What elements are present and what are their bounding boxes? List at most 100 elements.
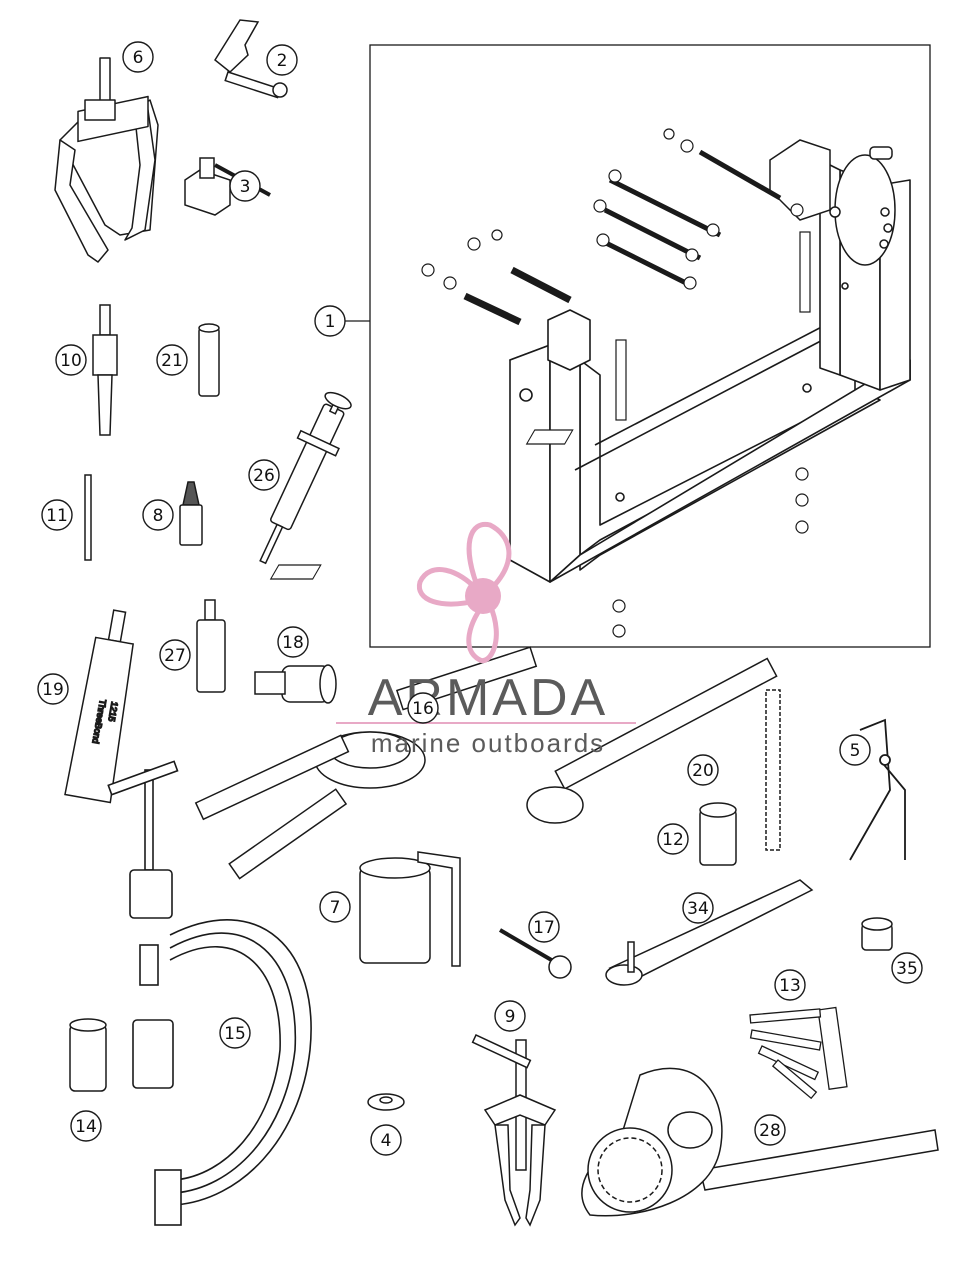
callout-number: 9: [505, 1007, 516, 1027]
feeler-gauge-13: [749, 1006, 848, 1100]
sleeve-tool-14: [69, 1018, 107, 1092]
crank-tool-16: [194, 646, 538, 880]
engine-stand-frame-border: [369, 44, 931, 648]
callout-number: 19: [42, 680, 64, 700]
callout-number: 34: [687, 899, 709, 919]
callout-circle: [248, 459, 280, 491]
callout-number: 28: [759, 1121, 781, 1141]
callout-19: 19: [37, 673, 69, 705]
engine-stand-base: [509, 159, 911, 583]
callout-circle: [319, 891, 351, 923]
chain-wrench-20: [526, 657, 781, 851]
callout-10: 10: [55, 344, 87, 376]
callout-1: 1: [314, 305, 346, 337]
callout-9: 9: [494, 1000, 526, 1032]
callout-2: 2: [266, 44, 298, 76]
callout-number: 14: [75, 1117, 97, 1137]
grease-syringe-26: [259, 391, 352, 565]
callout-labels: 1234567891011121314151617181920212627283…: [37, 41, 923, 1156]
puller-tool-9: [471, 1034, 557, 1227]
watermark-subtitle: marine outboards: [371, 728, 605, 758]
piston-ring-compressor-7: [359, 851, 461, 967]
callout-number: 11: [46, 506, 68, 526]
callout-27: 27: [159, 639, 191, 671]
callout-number: 8: [153, 506, 164, 526]
callout-4: 4: [370, 1124, 402, 1156]
callout-number: 10: [60, 351, 82, 371]
callout-circle: [407, 692, 439, 724]
sleeve-tool-21: [198, 323, 220, 397]
callout-16: 16: [407, 692, 439, 724]
callout-number: 20: [692, 761, 714, 781]
callout-21: 21: [156, 344, 188, 376]
armada-watermark: ARMADA marine outboards: [336, 521, 636, 758]
engine-stand-rotating-plate: [769, 139, 896, 266]
callout-13: 13: [774, 969, 806, 1001]
callout-34: 34: [682, 892, 714, 924]
callout-number: 6: [133, 48, 144, 68]
callout-28: 28: [754, 1114, 786, 1146]
callout-circle: [122, 41, 154, 73]
callout-circle: [70, 1110, 102, 1142]
callout-number: 26: [253, 466, 275, 486]
callout-18: 18: [277, 626, 309, 658]
callout-circle: [229, 170, 261, 202]
callout-35: 35: [891, 952, 923, 984]
callout-circle: [528, 911, 560, 943]
callout-number: 3: [240, 177, 251, 197]
callout-circle: [266, 44, 298, 76]
callout-circle: [159, 639, 191, 671]
callout-number: 27: [164, 646, 186, 666]
watermark-title: ARMADA: [368, 669, 608, 727]
callout-circle: [891, 952, 923, 984]
callout-14: 14: [70, 1110, 102, 1142]
callout-26: 26: [248, 459, 280, 491]
callout-circle: [370, 1124, 402, 1156]
callout-20: 20: [687, 754, 719, 786]
circlip-pliers-5: [849, 718, 906, 861]
callout-number: 18: [282, 633, 304, 653]
holder-wrench-34: [605, 879, 814, 986]
callout-circle: [55, 344, 87, 376]
callout-number: 21: [161, 351, 183, 371]
callout-circle: [142, 499, 174, 531]
callout-number: 16: [412, 699, 434, 719]
callout-circle: [687, 754, 719, 786]
callout-11: 11: [41, 499, 73, 531]
callout-circle: [37, 673, 69, 705]
callout-number: 5: [850, 741, 861, 761]
callout-15: 15: [219, 1017, 251, 1049]
callout-number: 4: [381, 1131, 392, 1151]
engine-stand-bolts: [269, 128, 811, 638]
callout-number: 2: [277, 51, 288, 71]
bracket-tool-2: [214, 19, 288, 99]
callout-number: 15: [224, 1024, 246, 1044]
socket-35: [861, 917, 893, 951]
callout-6: 6: [122, 41, 154, 73]
callout-number: 13: [779, 976, 801, 996]
callout-circle: [774, 969, 806, 1001]
callout-8: 8: [142, 499, 174, 531]
callout-17: 17: [528, 911, 560, 943]
callout-number: 35: [896, 959, 918, 979]
callout-circle: [682, 892, 714, 924]
callout-circle: [219, 1017, 251, 1049]
callout-number: 12: [662, 830, 684, 850]
puller-tool-6: [54, 57, 159, 263]
callout-number: 17: [533, 918, 555, 938]
callout-12: 12: [657, 823, 689, 855]
callout-number: 1: [325, 312, 336, 332]
callout-circle: [754, 1114, 786, 1146]
callout-circle: [657, 823, 689, 855]
threebond-tube-19: ThreeBond 1215: [64, 609, 134, 804]
callout-7: 7: [319, 891, 351, 923]
washer-4: [367, 1093, 405, 1111]
adapter-tool-18: [254, 664, 337, 704]
callout-circle: [277, 626, 309, 658]
glue-bottle-27: [196, 599, 226, 693]
callout-circle: [156, 344, 188, 376]
callout-5: 5: [839, 734, 871, 766]
callout-number: 7: [330, 898, 341, 918]
flywheel-holder-28: [581, 1067, 939, 1217]
